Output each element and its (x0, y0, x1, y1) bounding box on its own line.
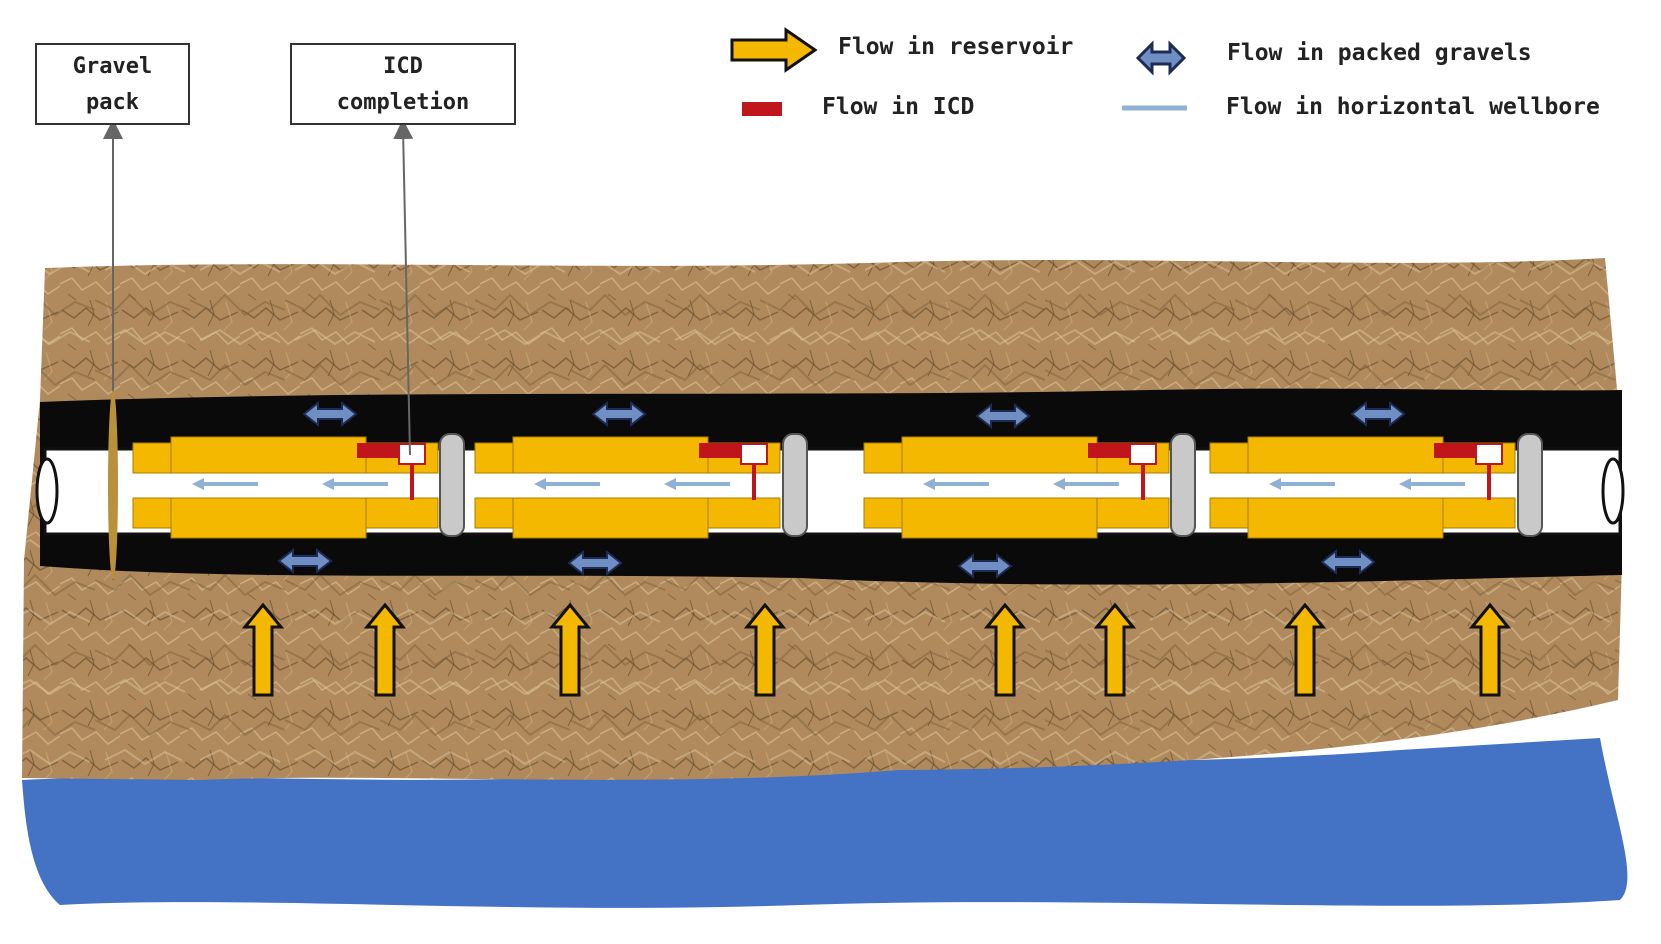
pipe-end-left (35, 457, 59, 525)
packed-gravel-flow-arrow (302, 400, 358, 428)
icd-nozzle (740, 443, 768, 465)
yellow-arrow-icon (730, 27, 818, 73)
wellbore-flow-arrow-head (1399, 478, 1411, 490)
gravel-pack-callout: Gravel pack (35, 43, 190, 125)
packed-gravel-flow-arrow (277, 547, 333, 575)
double-arrow-icon (1135, 40, 1187, 76)
gravel-pack-label-line2: pack (86, 90, 139, 115)
swell-packer (1517, 433, 1543, 537)
packed-gravel-flow-arrow (1320, 548, 1376, 576)
wellbore-flow-arrow-head (322, 478, 334, 490)
packed-gravel-flow-arrow (567, 549, 623, 577)
icd-nozzle (1475, 443, 1503, 465)
wellbore-flow-arrow-head (923, 478, 935, 490)
icd-screen-top (901, 436, 1098, 474)
reservoir-inflow-arrow (1093, 602, 1137, 697)
reservoir-inflow-arrows (241, 602, 1512, 697)
gravel-pack-marker (108, 390, 118, 580)
icd-screen-top (1247, 436, 1444, 474)
red-bar-icon (742, 102, 782, 116)
packed-gravel-flow-arrow (975, 402, 1031, 430)
icd-red-port (357, 443, 407, 458)
swell-packer (439, 433, 465, 537)
icd-screen-bottom (1247, 497, 1444, 539)
gravel-pack-label-line1: Gravel (72, 54, 153, 79)
icd-completion-leader (393, 119, 414, 456)
icd-screen-top (170, 436, 367, 474)
reservoir-inflow-arrow (1283, 602, 1327, 697)
wellbore-flow-arrow-head (1269, 478, 1281, 490)
legend-flow-in-packed-gravels: Flow in packed gravels (1227, 40, 1532, 66)
swell-packer (1170, 433, 1196, 537)
packed-gravel-flow-arrow (957, 552, 1013, 580)
wellbore-flow-arrow-head (1053, 478, 1065, 490)
wellbore-flow-arrow-head (534, 478, 546, 490)
icd-screen-bottom (170, 497, 367, 539)
icd-nozzle (398, 443, 426, 465)
icd-red-port (1434, 443, 1484, 458)
icd-nozzle (1129, 443, 1157, 465)
water-zone (22, 738, 1628, 908)
icd-screen-bottom (901, 497, 1098, 539)
pipe-end-right (1601, 457, 1625, 525)
icd-screen-bottom (512, 497, 709, 539)
reservoir-inflow-arrow (743, 602, 787, 697)
packed-gravel-flow-arrow (591, 400, 647, 428)
wellbore-flow-arrow-head (664, 478, 676, 490)
icd-completion-callout: ICD completion (290, 43, 516, 125)
icd-completion-label-line1: ICD (383, 54, 423, 79)
icd-completion-string (35, 400, 1625, 580)
reservoir-inflow-arrow (983, 602, 1027, 697)
legend-flow-in-horizontal-wellbore: Flow in horizontal wellbore (1226, 94, 1600, 120)
icd-red-port (699, 443, 749, 458)
packed-gravel-flow-arrow (1350, 400, 1406, 428)
reservoir-inflow-arrow (548, 602, 592, 697)
swell-packer (782, 433, 808, 537)
icd-screen-top (512, 436, 709, 474)
reservoir-inflow-arrow (363, 602, 407, 697)
reservoir-inflow-arrow (241, 602, 285, 697)
wellbore-flow-arrow-head (192, 478, 204, 490)
legend-flow-in-icd: Flow in ICD (822, 94, 975, 120)
legend-flow-in-reservoir: Flow in reservoir (838, 34, 1074, 60)
icd-red-port (1088, 443, 1138, 458)
icd-completion-label-line2: completion (336, 90, 470, 115)
reservoir-inflow-arrow (1468, 602, 1512, 697)
